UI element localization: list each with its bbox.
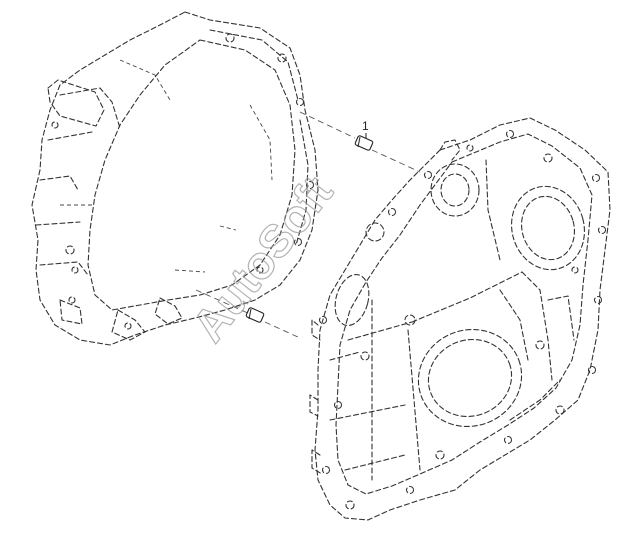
dowel-pin-upper: [354, 135, 374, 151]
callout-label: 1: [362, 119, 369, 133]
watermark: AutoSoft: [181, 166, 343, 352]
timing-gear-housing: [309, 117, 611, 521]
callout-1: 1: [362, 119, 369, 138]
flywheel-housing: [31, 11, 319, 346]
watermark-text: AutoSoft: [182, 166, 343, 351]
dowel-pin-lower: [245, 307, 265, 323]
alignment-axis-lines: [195, 111, 421, 339]
